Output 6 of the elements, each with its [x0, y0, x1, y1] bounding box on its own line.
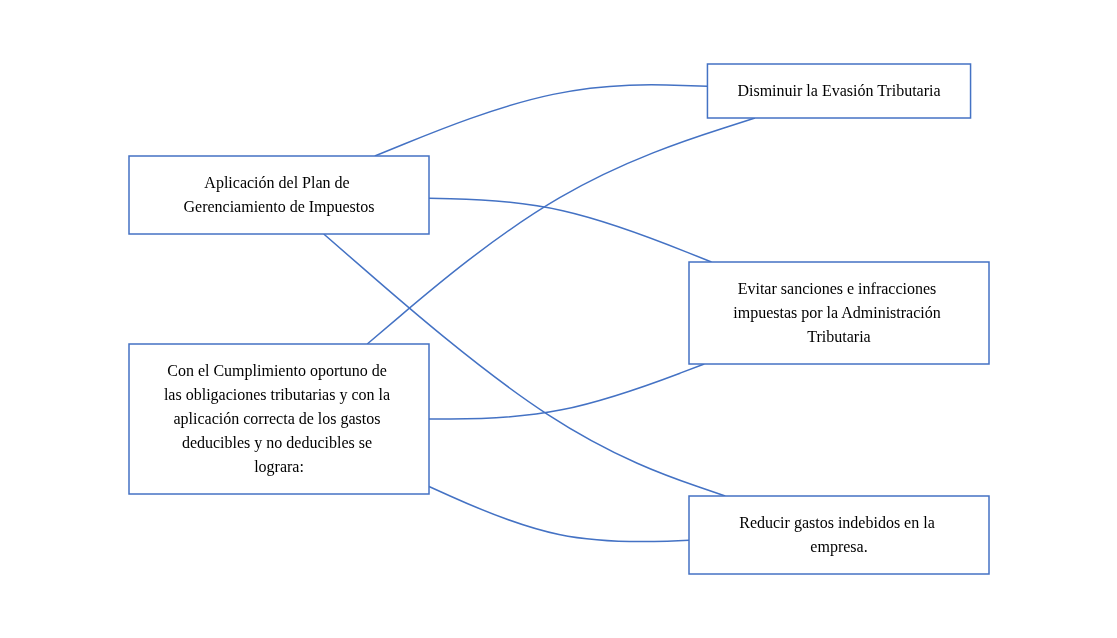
node-box: Reducir gastos indebidos en la empresa. [687, 495, 990, 575]
node-box: Con el Cumplimiento oportuno de las obligaciones tributarias y con la aplicación correcta de los gastos deducibles y no deducibles se lograra: [127, 343, 430, 495]
node-box: Disminuir la Evasión Tributaria [706, 63, 971, 119]
connector [322, 233, 726, 497]
node-box: Aplicación del Plan de Gerenciamiento de Impuestos [127, 155, 430, 235]
node-box: Evitar sanciones e infracciones impuestas por la Administración Tributaria [687, 261, 990, 365]
